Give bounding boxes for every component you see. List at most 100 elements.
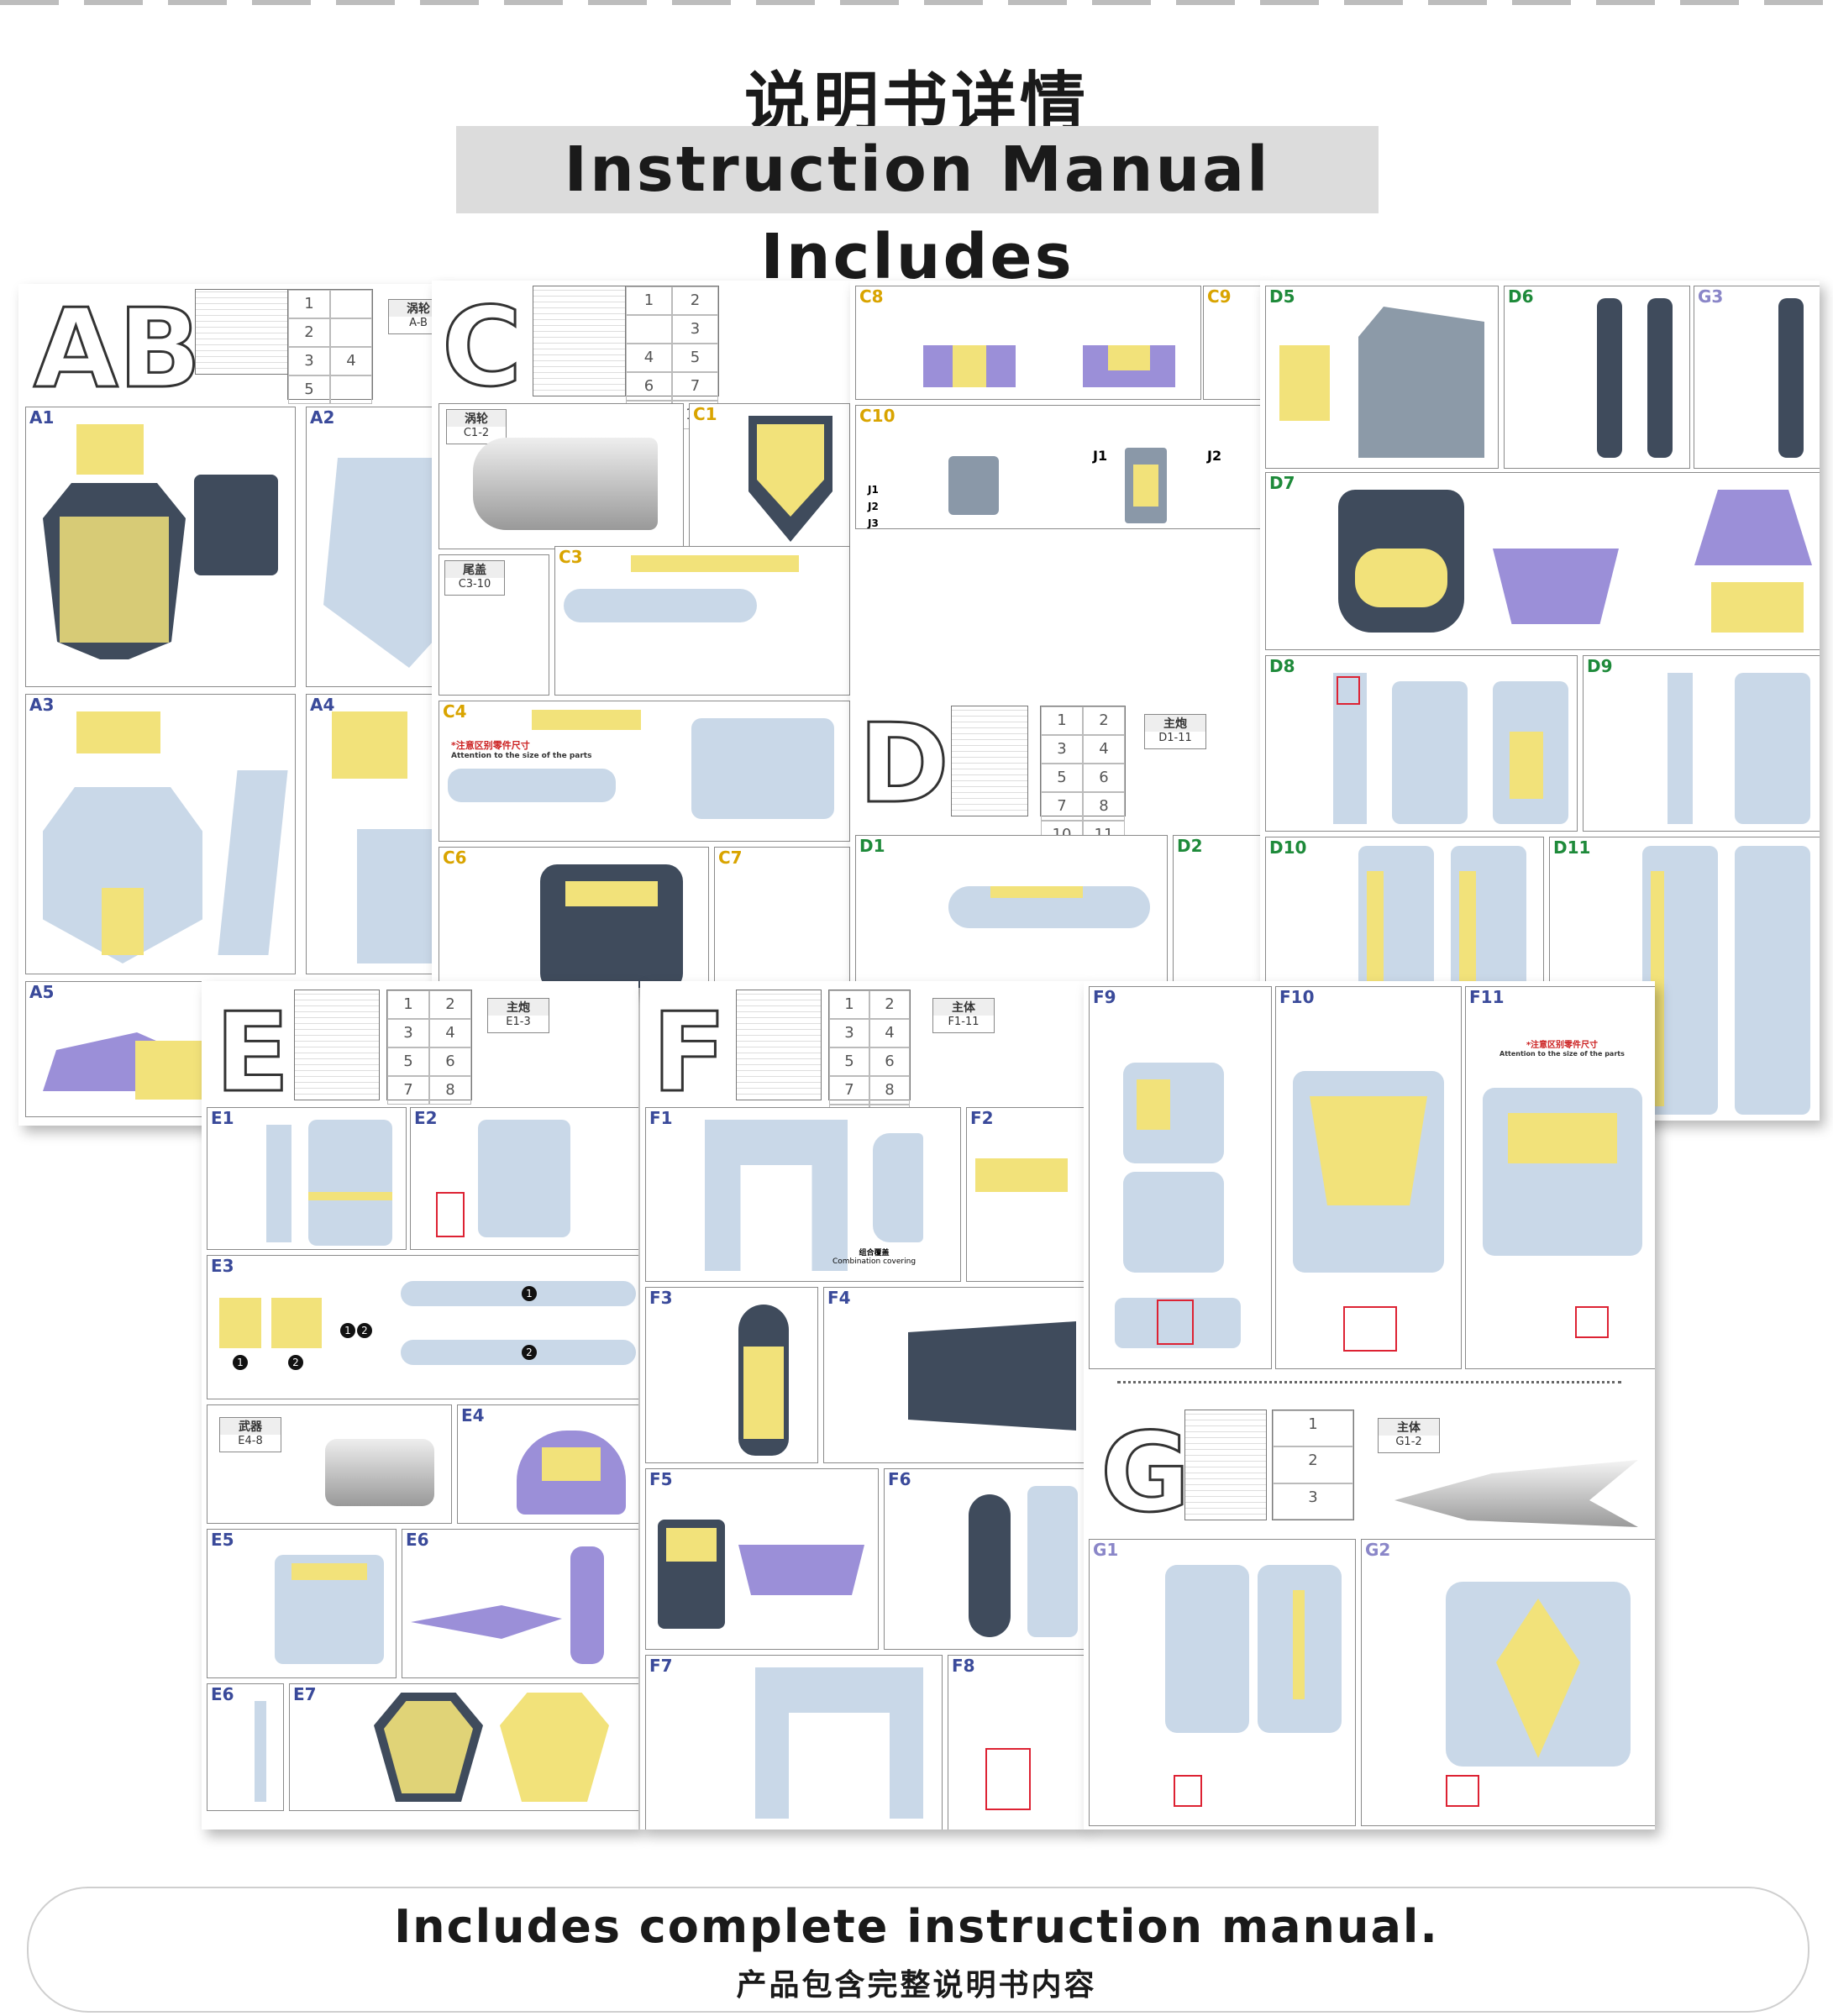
- part-illustration: [1597, 298, 1622, 458]
- panel-d2: D2: [1173, 835, 1262, 988]
- mask-sheet: [975, 1158, 1068, 1192]
- step-marker: 2: [522, 1345, 537, 1360]
- runner-diagram: [736, 990, 822, 1100]
- highlight-box: [1174, 1775, 1202, 1807]
- panel-c9: C9: [1203, 286, 1262, 400]
- section-letter-g: G: [1100, 1409, 1192, 1536]
- part-illustration: [1392, 681, 1468, 824]
- mask-sheet: [1711, 582, 1804, 633]
- panel-e7: E7: [289, 1683, 638, 1811]
- part-illustration: [969, 1494, 1011, 1637]
- panel-c1: C1: [689, 403, 850, 549]
- part-illustration: [1735, 846, 1810, 1115]
- panel-a1: A1: [25, 407, 296, 687]
- panel-f10: F10: [1275, 986, 1462, 1369]
- j-label: J1: [1093, 448, 1108, 464]
- j-label: J2: [1207, 448, 1222, 464]
- weapon-illustration: [325, 1439, 434, 1506]
- mask-sheet: [76, 711, 160, 753]
- section-letter-ab: AB: [33, 285, 203, 412]
- top-dashed-divider: [0, 0, 1833, 5]
- panel-f5: F5: [645, 1468, 879, 1650]
- part-illustration: [564, 589, 757, 622]
- title-band: [456, 126, 1379, 213]
- runner-diagram: [1184, 1410, 1267, 1520]
- mask-sheet: [666, 1528, 717, 1562]
- part-illustration: [1647, 298, 1673, 458]
- mask-sheet: [332, 711, 407, 779]
- section-letter-c: C: [440, 283, 523, 411]
- highlight-box: [436, 1192, 465, 1237]
- part-illustration: [401, 1340, 636, 1365]
- mask-sheet: [102, 888, 144, 955]
- mask-sheet: [500, 1693, 609, 1802]
- part-illustration: [948, 456, 999, 515]
- footer-pill: [27, 1887, 1809, 2013]
- panel-d7: D7: [1265, 472, 1820, 650]
- mask-sheet: [1508, 1113, 1617, 1163]
- part-illustration: [194, 475, 278, 575]
- panel-c8: C8: [855, 286, 1201, 400]
- mask-sheet: [76, 424, 144, 475]
- panel-f2: F2: [966, 1107, 1085, 1282]
- panel-c7: C7: [714, 847, 850, 988]
- mask-sheet: [631, 555, 799, 572]
- mask-sheet: [1279, 345, 1330, 421]
- panel-g2: G2: [1361, 1539, 1655, 1826]
- dotted-separator: [1117, 1381, 1621, 1383]
- panel-d8: D8: [1265, 655, 1578, 832]
- mask-sheet: [135, 1041, 202, 1100]
- panel-d5: D5: [1265, 286, 1499, 469]
- part-illustration: [266, 1125, 291, 1242]
- mask-sheet: [308, 1192, 392, 1200]
- step-marker: 2: [288, 1355, 303, 1370]
- mask-sheet: [743, 1347, 784, 1439]
- part-illustration: [873, 1133, 923, 1242]
- part-illustration: [255, 1701, 266, 1802]
- part-illustration: [1694, 490, 1812, 565]
- panel-f8: F8: [948, 1655, 1085, 1830]
- mask-sheet: [953, 345, 986, 387]
- highlight-box: [1575, 1306, 1609, 1338]
- highlight-box: [1337, 676, 1360, 705]
- ship-illustration: [1394, 1460, 1638, 1527]
- part-illustration: [401, 1281, 636, 1306]
- footer-text-chinese: 产品包含完整说明书内容: [736, 1968, 1097, 2003]
- mask-sheet: [60, 517, 169, 643]
- part-illustration: [448, 769, 616, 802]
- part-illustration: [1027, 1486, 1078, 1637]
- part-number-grid: 12 34 56 78 1011: [1040, 706, 1126, 849]
- mask-sheet: [1108, 345, 1150, 370]
- part-illustration: [1115, 1298, 1241, 1348]
- part-illustration: [570, 1546, 604, 1664]
- mask-sheet: [990, 886, 1083, 898]
- step-marker: 2: [357, 1323, 372, 1338]
- panel-f7: F7: [645, 1655, 943, 1830]
- mask-sheet: [384, 1701, 473, 1793]
- part-illustration: [308, 1120, 392, 1246]
- part-illustration: [1668, 673, 1693, 824]
- panel-a3: A3: [25, 694, 296, 974]
- part-illustration: [705, 1120, 848, 1271]
- part-illustration: [411, 1605, 562, 1639]
- highlight-box: [1157, 1299, 1194, 1345]
- panel-e5: E5: [207, 1529, 397, 1678]
- panel-d1: D1: [855, 835, 1168, 988]
